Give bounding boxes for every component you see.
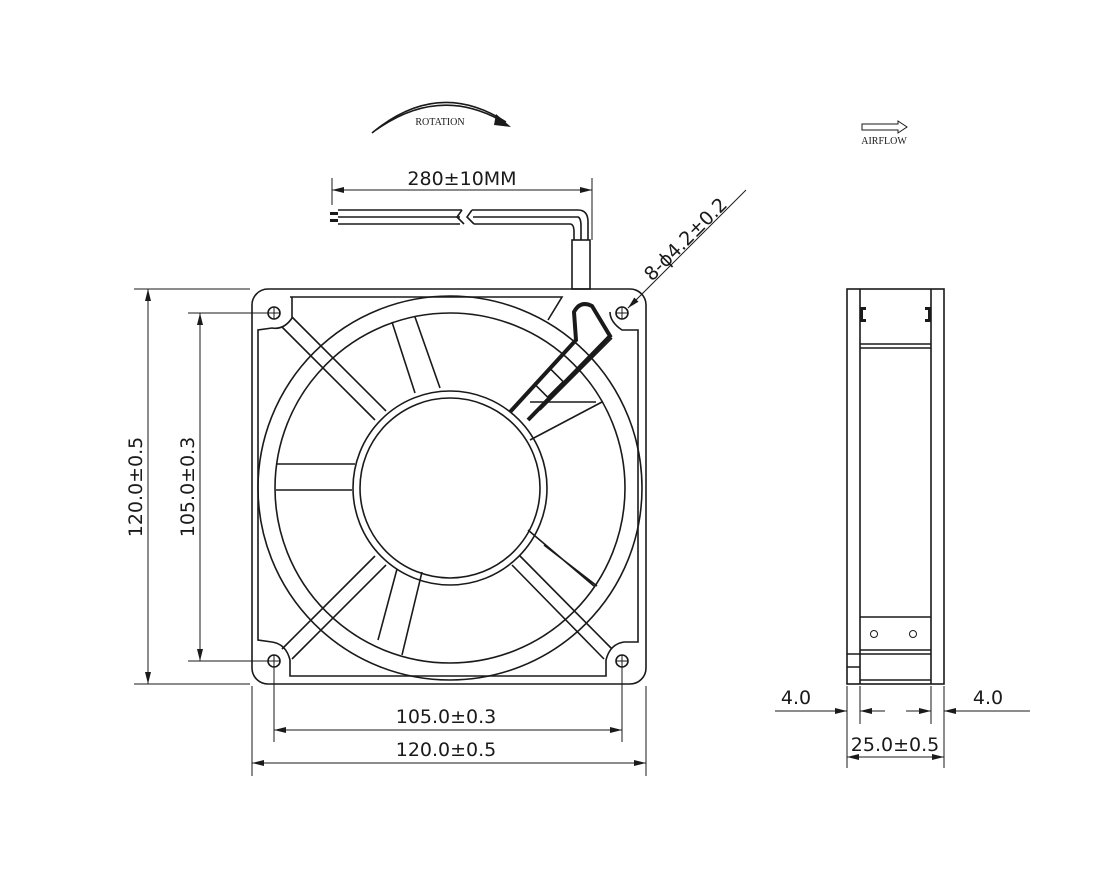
lead-wire	[330, 178, 593, 290]
mount-hole-icon	[615, 306, 629, 320]
width-overall-dimension: 120.0±0.5	[396, 739, 497, 761]
fan-front-view	[251, 288, 647, 685]
width-hole-pitch-dimension: 105.0±0.3	[396, 706, 497, 728]
height-overall-dimension: 120.0±0.5	[125, 437, 147, 538]
depth-overall-dimension: 25.0±0.5	[851, 734, 939, 756]
width-dimension-lines	[251, 667, 647, 776]
lead-length-dimension: 280±10MM	[407, 168, 516, 190]
height-dimension-lines	[134, 288, 268, 685]
fan-side-view	[846, 288, 945, 685]
rotation-label: ROTATION	[415, 117, 464, 128]
rotation-arrow-icon	[371, 101, 511, 134]
mount-hole-icon	[267, 654, 281, 668]
airflow-arrow-icon	[861, 120, 908, 134]
mount-hole-icon	[267, 306, 281, 320]
mount-hole-icon	[615, 654, 629, 668]
depth-dimension-lines	[775, 686, 1030, 768]
height-hole-pitch-dimension: 105.0±0.3	[177, 437, 199, 538]
flange-left-dimension: 4.0	[781, 687, 811, 709]
flange-right-dimension: 4.0	[973, 687, 1003, 709]
mount-hole-dimension: 8-ϕ4.2±0.2	[640, 194, 732, 286]
airflow-label: AIRFLOW	[861, 136, 907, 147]
